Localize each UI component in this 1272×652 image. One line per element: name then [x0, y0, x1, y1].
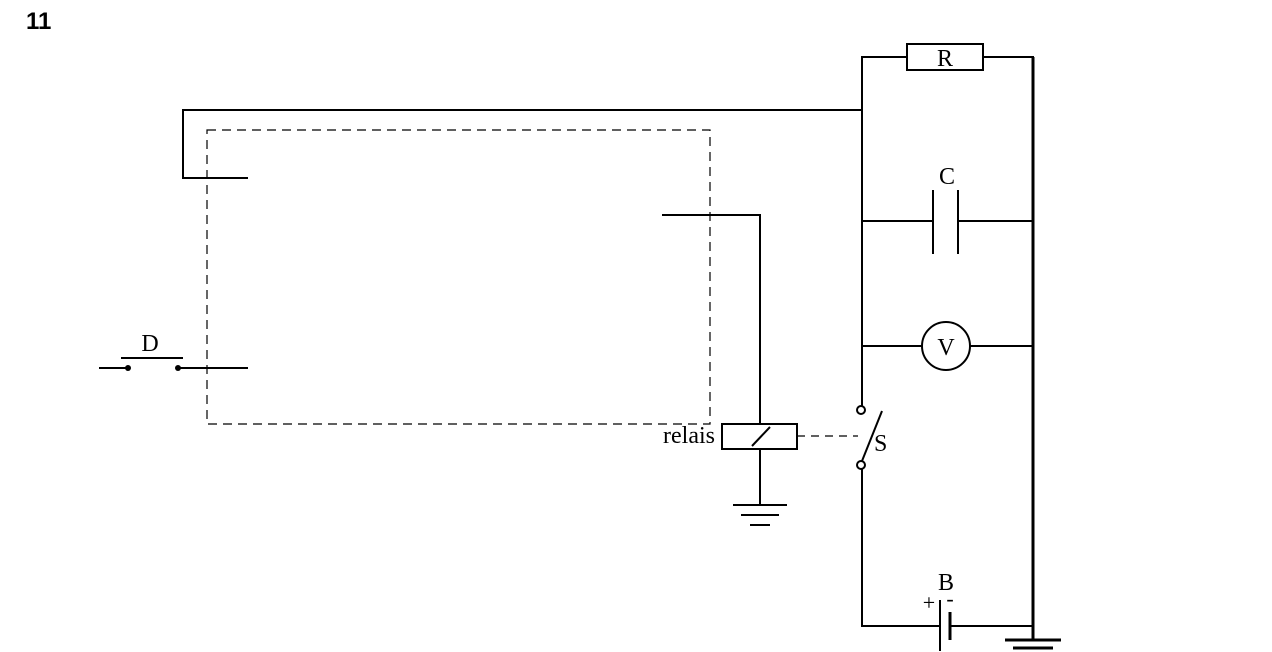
- ground-icon: [1005, 638, 1061, 650]
- top-wire: [182, 109, 863, 179]
- relay-coil: relais: [663, 423, 858, 450]
- voltmeter-v: V: [861, 321, 1034, 371]
- battery-b: B + -: [861, 570, 1034, 651]
- resistor-r: R: [861, 43, 1034, 72]
- battery-plus-label: +: [923, 590, 935, 615]
- battery-label: B: [938, 570, 954, 596]
- capacitor-c: C: [861, 164, 1034, 254]
- relay-feed-wire: [662, 214, 761, 425]
- voltmeter-label: V: [937, 335, 955, 361]
- page-number: 11: [26, 8, 52, 35]
- battery-minus-label: -: [946, 586, 953, 611]
- pushbutton-d: D: [99, 331, 248, 371]
- switch-s: S: [856, 405, 887, 470]
- resistor-label: R: [937, 46, 953, 72]
- relay-ground-icon: [733, 448, 787, 526]
- relay-label: relais: [663, 423, 715, 449]
- pushbutton-label: D: [141, 331, 158, 357]
- dashed-enclosure: [206, 129, 711, 425]
- capacitor-label: C: [939, 164, 955, 190]
- switch-label: S: [874, 431, 887, 457]
